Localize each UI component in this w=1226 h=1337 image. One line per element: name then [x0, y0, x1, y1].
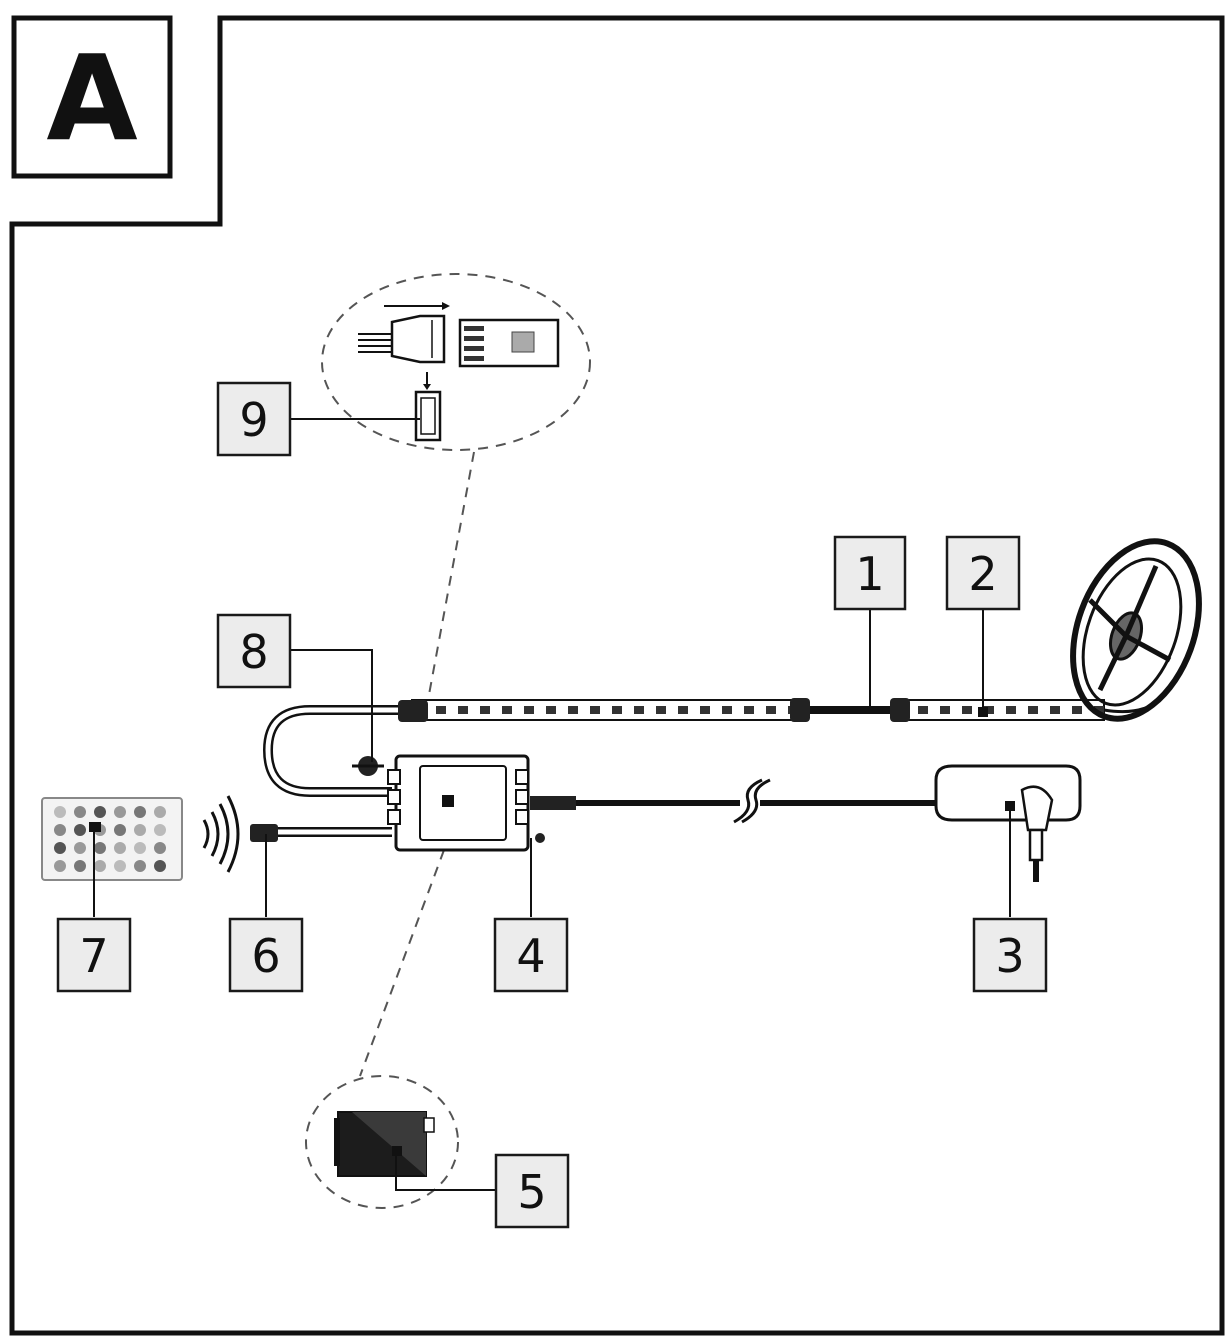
callout-1-label: 1	[855, 547, 884, 601]
callout-4-label: 4	[516, 929, 545, 983]
callout-9: 9	[216, 381, 292, 457]
detail-line-9	[427, 451, 475, 701]
remote-button	[114, 824, 126, 836]
callout-9-label: 9	[239, 393, 268, 447]
leader-5	[395, 1152, 496, 1191]
strip-plug-detail-group	[321, 273, 591, 451]
remote-button	[54, 824, 66, 836]
outer-frame	[9, 15, 1225, 1336]
remote-button	[134, 806, 146, 818]
led-chip	[502, 706, 512, 714]
remote-button	[74, 860, 86, 872]
remote-button	[154, 842, 166, 854]
remote-button	[94, 806, 106, 818]
remote-button	[94, 842, 106, 854]
remote-button	[134, 860, 146, 872]
led-chip	[678, 706, 688, 714]
callout-5-label: 5	[517, 1165, 546, 1219]
callout-4: 4	[493, 917, 569, 993]
remote-button	[54, 842, 66, 854]
callout-3: 3	[972, 917, 1048, 993]
remote-button	[114, 806, 126, 818]
led-strip-reel	[1070, 538, 1202, 722]
led-chip	[480, 706, 490, 714]
remote-button	[154, 806, 166, 818]
led-chip	[1028, 706, 1038, 714]
callout-7: 7	[56, 917, 132, 993]
led-strip	[398, 698, 1105, 722]
ir-receiver	[202, 795, 392, 873]
remote-button	[74, 824, 86, 836]
remote-button	[114, 842, 126, 854]
callout-8-label: 8	[239, 625, 268, 679]
remote-button	[154, 860, 166, 872]
callout-3-label: 3	[995, 929, 1024, 983]
led-chip	[766, 706, 776, 714]
remote-button	[54, 860, 66, 872]
led-chip	[656, 706, 666, 714]
led-chip	[984, 706, 994, 714]
led-chip	[612, 706, 622, 714]
led-chip	[700, 706, 710, 714]
led-chip	[1072, 706, 1082, 714]
led-chip	[568, 706, 578, 714]
led-chip	[590, 706, 600, 714]
callout-5: 5	[494, 1153, 570, 1229]
led-chip	[436, 706, 446, 714]
led-chip	[744, 706, 754, 714]
controller	[352, 754, 545, 852]
led-chip	[524, 706, 534, 714]
led-chip	[918, 706, 928, 714]
strip-cable-loop	[262, 705, 398, 797]
remote-button	[74, 842, 86, 854]
callout-7-label: 7	[79, 929, 108, 983]
led-chip	[962, 706, 972, 714]
remote-button	[154, 824, 166, 836]
remote-button	[54, 806, 66, 818]
section-letter: A	[46, 29, 137, 167]
power-adapter	[530, 764, 1082, 882]
remote-control	[41, 797, 183, 881]
detail-line-5	[359, 849, 445, 1077]
led-chip	[1050, 706, 1060, 714]
remote-button	[94, 860, 106, 872]
callout-6-label: 6	[251, 929, 280, 983]
remote-button	[74, 806, 86, 818]
section-tab-box	[11, 15, 173, 179]
callout-1: 1	[833, 535, 907, 611]
led-chip	[722, 706, 732, 714]
leader-8	[290, 649, 373, 762]
callout-6: 6	[228, 917, 304, 993]
led-chip	[1006, 706, 1016, 714]
remote-button	[134, 824, 146, 836]
led-chip	[1094, 706, 1104, 714]
remote-button	[134, 842, 146, 854]
led-chip	[634, 706, 644, 714]
callout-2: 2	[945, 535, 1021, 611]
callout-8: 8	[216, 613, 292, 689]
remote-button	[114, 860, 126, 872]
led-chip	[458, 706, 468, 714]
callout-2-label: 2	[968, 547, 997, 601]
battery-compartment-group	[305, 1075, 459, 1209]
led-chip	[546, 706, 556, 714]
led-chip	[940, 706, 950, 714]
